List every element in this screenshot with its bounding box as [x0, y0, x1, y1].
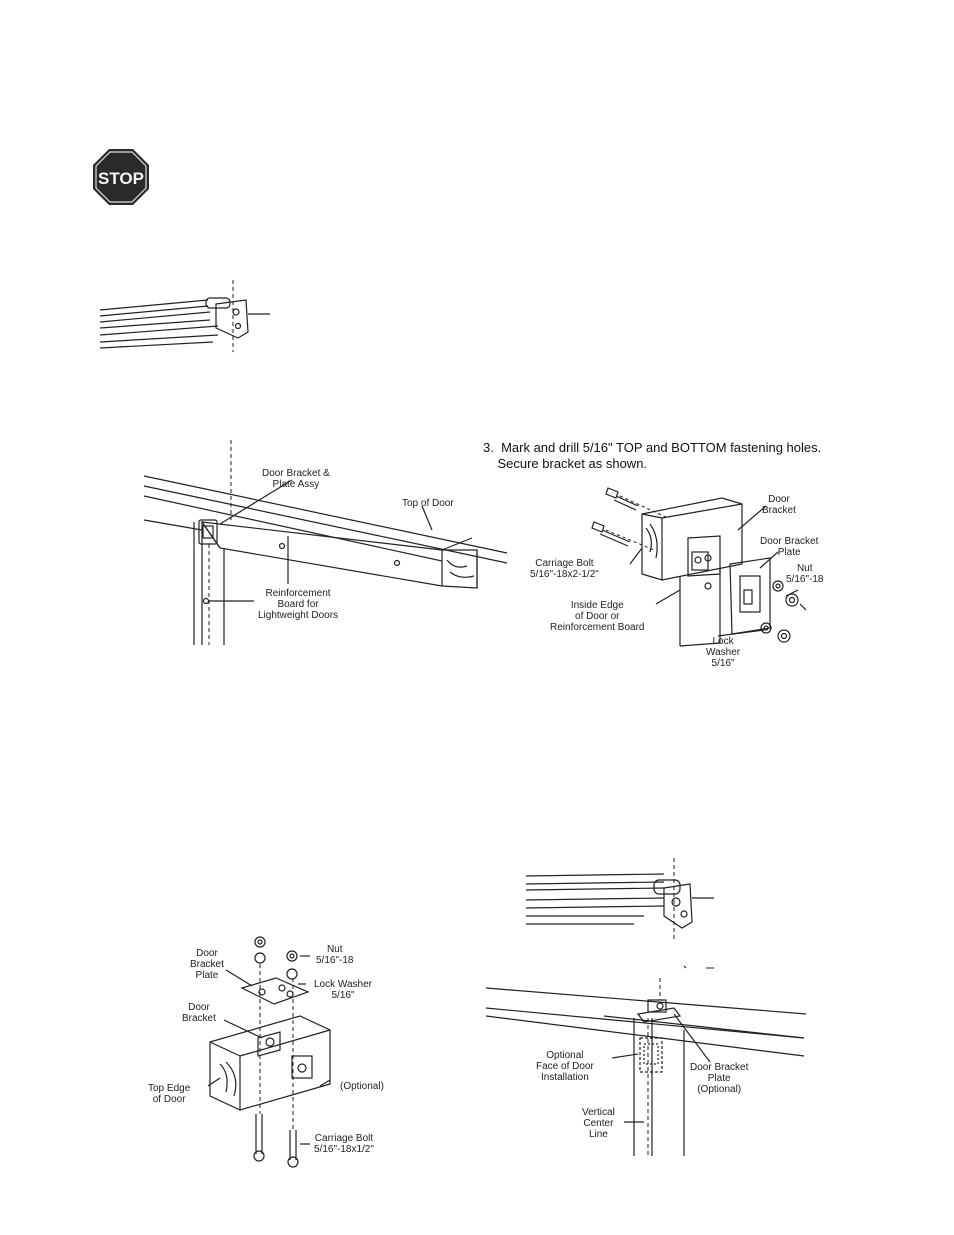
- rail-figure-bottom: [525, 858, 714, 942]
- label-door-bracket-plate: Door Bracket Plate: [760, 536, 819, 558]
- label-bl-lock-washer: Lock Washer 5/16": [314, 979, 372, 1001]
- label-top-edge-of-door: Top Edge of Door: [148, 1083, 191, 1105]
- label-bl-door-bracket-plate: Door Bracket Plate: [190, 948, 224, 981]
- label-nut: Nut 5/16"-18: [786, 563, 824, 585]
- label-optional-face: Optional Face of Door Installation: [536, 1050, 594, 1083]
- label-reinforcement-board: Reinforcement Board for Lightweight Door…: [258, 588, 339, 621]
- door-reinforcement-figure: [143, 440, 508, 645]
- rail-figure-top: [99, 280, 270, 352]
- stop-text: STOP: [98, 169, 144, 188]
- label-door-bracket-plate-assy: Door Bracket & Plate Assy: [262, 468, 330, 490]
- bracket-assembly-figure: [591, 487, 807, 647]
- label-vertical-center-line: Vertical Center Line: [582, 1107, 615, 1140]
- top-edge-figure: [207, 936, 331, 1168]
- label-bl-door-bracket: Door Bracket: [182, 1002, 216, 1024]
- label-carriage-bolt: Carriage Bolt 5/16"-18x2-1/2": [530, 558, 599, 580]
- label-bl-carriage-bolt: Carriage Bolt 5/16"-18x1/2": [314, 1133, 374, 1155]
- step-line-1: Mark and drill 5/16" TOP and BOTTOM fast…: [501, 440, 822, 455]
- label-optional: (Optional): [340, 1081, 384, 1092]
- label-lock-washer: Lock Washer 5/16": [706, 636, 741, 669]
- label-door-bracket: Door Bracket: [762, 494, 796, 516]
- step-line-2: Secure bracket as shown.: [497, 456, 648, 471]
- door-face-figure: [485, 965, 806, 1156]
- step-3-instruction: 3. Mark and drill 5/16" TOP and BOTTOM f…: [483, 440, 821, 472]
- step-number: 3.: [483, 440, 494, 455]
- label-inside-edge: Inside Edge of Door or Reinforcement Boa…: [550, 600, 645, 633]
- stop-sign-icon: STOP: [92, 148, 150, 206]
- label-bl-nut: Nut 5/16"-18: [316, 944, 354, 966]
- label-top-of-door: Top of Door: [402, 498, 454, 509]
- label-door-bracket-plate-optional: Door Bracket Plate (Optional): [690, 1062, 749, 1095]
